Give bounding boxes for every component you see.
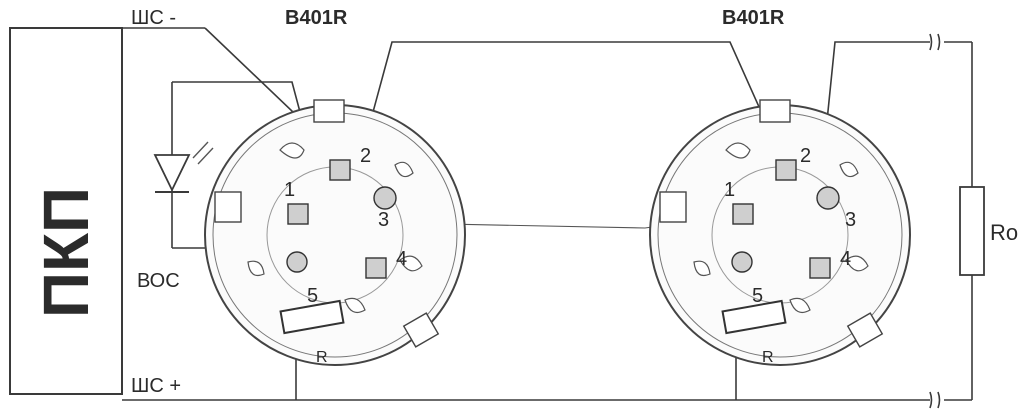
base-1-terminal-5: 5 — [307, 285, 318, 307]
eol-resistor: Rо — [959, 186, 1018, 276]
base-1-terminal-3: 3 — [378, 209, 389, 231]
base-2-terminal-1: 1 — [724, 179, 735, 201]
base-2-resistor-mark: R — [762, 349, 774, 366]
remote-indicator-label: ВОС — [137, 270, 180, 292]
remote-indicator: ВОС — [137, 81, 301, 292]
control-panel-label: ПКП — [30, 187, 102, 318]
break-marks — [929, 33, 941, 409]
base-2-terminal-3: 3 — [845, 209, 856, 231]
detector-base-2: B401R 1 2 3 4 5 R — [649, 7, 911, 366]
base-2-terminal-5: 5 — [752, 285, 763, 307]
bus-plus-label: ШС + — [131, 375, 181, 397]
control-panel: ПКП — [9, 27, 123, 395]
detector-base-1: B401R 1 2 3 4 5 R — [204, 7, 466, 366]
bus-minus-label: ШС - — [131, 7, 176, 29]
base-1-title: B401R — [285, 7, 348, 29]
base-1-terminal-2: 2 — [360, 145, 371, 167]
base-1-resistor-mark: R — [316, 349, 328, 366]
base-1-terminal-4: 4 — [396, 248, 407, 270]
base-2-title: B401R — [722, 7, 785, 29]
eol-resistor-label: Rо — [990, 220, 1018, 245]
base-1-terminal-1: 1 — [284, 179, 295, 201]
base-2-terminal-4: 4 — [840, 248, 851, 270]
base-2-terminal-2: 2 — [800, 145, 811, 167]
